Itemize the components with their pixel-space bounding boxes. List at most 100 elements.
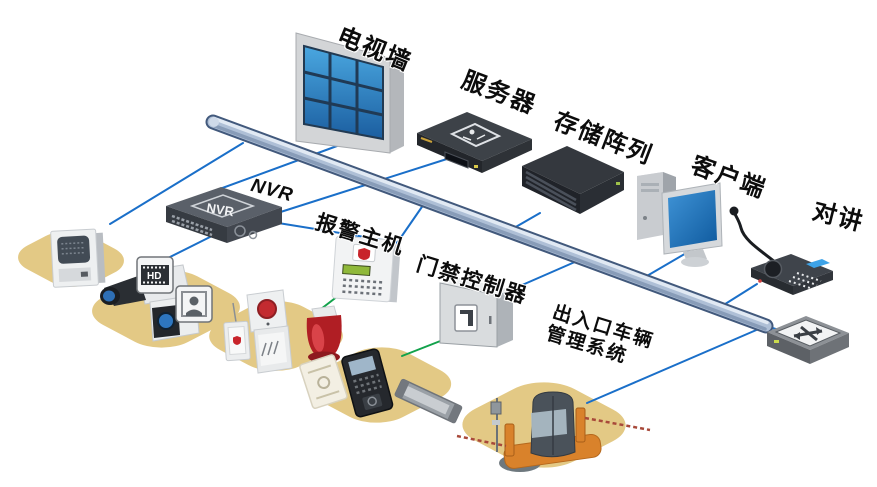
pc-tower-front	[637, 172, 663, 240]
switch-led	[774, 340, 779, 343]
console-front	[751, 268, 793, 295]
barrier-camera-box	[490, 401, 502, 415]
tv-wall-screen-border	[303, 44, 384, 141]
alarm-shield-icon	[357, 248, 371, 261]
link-intercom-console-to-pipe	[721, 283, 758, 307]
monitor-base	[681, 257, 709, 267]
cabinet-handle	[489, 316, 492, 324]
card-reader	[299, 354, 348, 409]
alarm-host-keypad	[342, 278, 384, 296]
tv-wall-side	[390, 53, 404, 153]
pc-drive-bay1	[641, 183, 659, 186]
maglock-endcap-left	[394, 378, 410, 399]
client-pc-device	[637, 172, 723, 267]
backbone-endcap	[209, 117, 219, 127]
switch-arrows-icon	[793, 325, 823, 342]
nvr-ports	[171, 214, 213, 237]
cabinet-door-glyph	[460, 310, 473, 326]
cabinet-top	[440, 277, 513, 295]
fingerprint-icon	[367, 396, 377, 407]
barrier-post-left	[504, 423, 515, 457]
intercom-console-device	[729, 206, 833, 295]
tv-wall-grid	[303, 53, 384, 134]
face-icon-shoulders	[186, 309, 202, 316]
alarm-host-device	[331, 235, 401, 303]
card-reader-coil-icon	[317, 376, 331, 390]
server-led	[474, 165, 478, 168]
face-icon-head	[189, 296, 199, 306]
link-server-to-nvr	[267, 157, 451, 217]
cube-camera-lens	[157, 312, 175, 330]
nvr-usb-port	[248, 230, 258, 240]
nvr-device: NVR	[166, 187, 282, 243]
card-reader-slot	[316, 390, 340, 400]
nvr-top	[166, 187, 282, 227]
barrier-gate-group	[456, 391, 651, 472]
nvr-jog-dial	[234, 225, 246, 237]
cabinet-side	[497, 290, 513, 347]
panic-button-led	[266, 322, 270, 326]
nvr-right	[227, 207, 282, 243]
card-reader-line	[307, 364, 332, 374]
door-sensor-shield-icon	[233, 336, 241, 345]
monitor-screen	[668, 190, 717, 248]
booth-window	[531, 409, 567, 438]
pir-detector-window	[258, 332, 287, 366]
console-speaker-icon	[763, 259, 783, 279]
door-intercom-device	[50, 228, 106, 288]
switch-right	[810, 333, 849, 364]
server-emblem-mark2	[476, 134, 486, 140]
server-right	[482, 139, 532, 173]
server-front-screen	[444, 151, 469, 169]
storage-top	[522, 146, 624, 194]
storage-drive-slots	[525, 170, 577, 212]
access-controller-device	[439, 277, 513, 348]
barrier-post-right	[575, 407, 586, 443]
fingerprint-terminal-keypad	[353, 373, 382, 395]
backbone-shade	[213, 124, 767, 331]
backbone-pipe	[205, 114, 774, 334]
magnetic-lock	[394, 378, 463, 424]
tv-wall-screens	[304, 46, 383, 139]
hd-badge-text: HD	[147, 271, 161, 282]
switch-device	[767, 316, 849, 364]
pir-wave-marks	[261, 340, 279, 357]
barrier-sign	[492, 420, 500, 425]
camera-group: HD	[100, 256, 213, 342]
fingerprint-terminal-screen	[348, 355, 377, 376]
access-device-group	[299, 348, 463, 424]
barrier-arm-left	[456, 434, 507, 448]
server-front-led-strip	[420, 137, 433, 143]
link-pipe-to-door-intercom	[109, 142, 244, 225]
microphone-gooseneck	[732, 211, 776, 264]
speaker-grille-icon	[57, 235, 91, 264]
tv-wall-device	[295, 32, 404, 154]
maglock-endcap-right	[447, 403, 463, 424]
cabinet-door-icon	[454, 304, 478, 332]
siren-highlight	[311, 324, 325, 352]
link-barrier-to-pipe	[586, 327, 762, 404]
storage-right	[580, 172, 624, 214]
fingerprint-sensor	[362, 393, 383, 410]
card-reader-body	[299, 354, 348, 409]
server-emblem-dot	[469, 129, 475, 135]
camera-lens-glass	[103, 290, 115, 302]
link-alarm-host-to-pipe	[396, 200, 427, 244]
server-top	[417, 112, 532, 161]
door-intercom-lower-panel	[58, 267, 92, 283]
microphone-head-icon	[729, 206, 739, 216]
door-sensor-antenna	[232, 302, 237, 323]
backbone-body	[207, 116, 772, 332]
panic-button-red	[257, 299, 277, 319]
door-intercom-button	[80, 271, 89, 277]
maglock-plate	[403, 385, 450, 415]
nvr-top-text: NVR	[206, 200, 236, 219]
alarm-host-lcd	[342, 264, 371, 277]
hd-badge-film	[141, 265, 169, 285]
fingerprint-terminal	[341, 348, 394, 418]
console-call-led	[758, 279, 762, 283]
storage-array-device	[522, 146, 624, 214]
server-emblem	[449, 122, 502, 148]
